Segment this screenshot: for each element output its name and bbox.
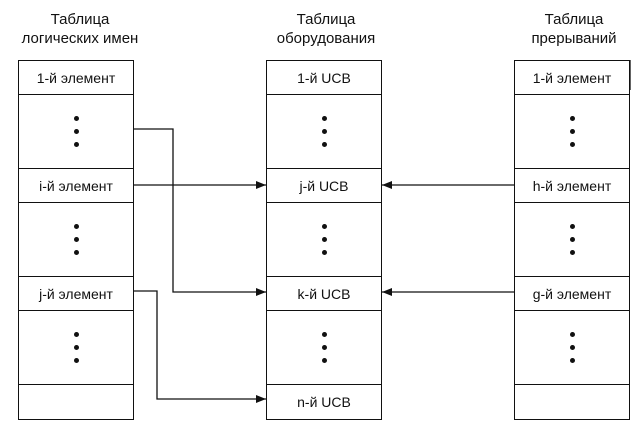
ellipsis-dots — [19, 95, 133, 169]
ellipsis-dots — [267, 203, 381, 277]
title-line-1: Таблица — [296, 11, 356, 28]
ucb-row-1: 1-й UCB — [267, 61, 381, 95]
hardware-table: 1-й UCB j-й UCB k-й UCB n-й UCB — [266, 60, 382, 420]
interrupts-table-title: Таблица прерываний — [494, 10, 642, 48]
ucb-row-k: k-й UCB — [267, 277, 381, 311]
title-line-2: прерываний — [531, 30, 617, 47]
logical-names-table-title: Таблица логических имен — [0, 10, 160, 48]
logical-names-table: 1-й элемент i-й элемент j-й элемент — [18, 60, 134, 420]
ellipsis-dots — [19, 203, 133, 277]
ucb-row-j: j-й UCB — [267, 169, 381, 203]
title-line-1: Таблица — [544, 11, 604, 28]
interrupts-row-1: 1-й элемент — [515, 61, 629, 95]
title-line-2: логических имен — [21, 30, 139, 47]
interrupts-row-h: h-й элемент — [515, 169, 629, 203]
logical-names-row-i: i-й элемент — [19, 169, 133, 203]
hardware-table-title: Таблица оборудования — [246, 10, 406, 48]
empty-row — [515, 385, 629, 419]
ellipsis-dots — [515, 95, 629, 169]
logical-names-row-1: 1-й элемент — [19, 61, 133, 95]
empty-row — [19, 385, 133, 419]
ellipsis-dots — [515, 203, 629, 277]
arrow-j-element-to-n-ucb — [134, 290, 266, 403]
logical-names-row-j: j-й элемент — [19, 277, 133, 311]
ellipsis-dots — [267, 311, 381, 385]
interrupts-row-g: g-й элемент — [515, 277, 629, 311]
ellipsis-dots — [19, 311, 133, 385]
ellipsis-dots — [267, 95, 381, 169]
title-line-1: Таблица — [50, 11, 110, 28]
title-line-2: оборудования — [276, 30, 376, 47]
ucb-row-n: n-й UCB — [297, 394, 351, 410]
interrupts-table: 1-й элемент h-й элемент g-й элемент — [514, 60, 630, 420]
ellipsis-dots — [515, 311, 629, 385]
arrow-dots-to-k-ucb — [134, 128, 266, 296]
